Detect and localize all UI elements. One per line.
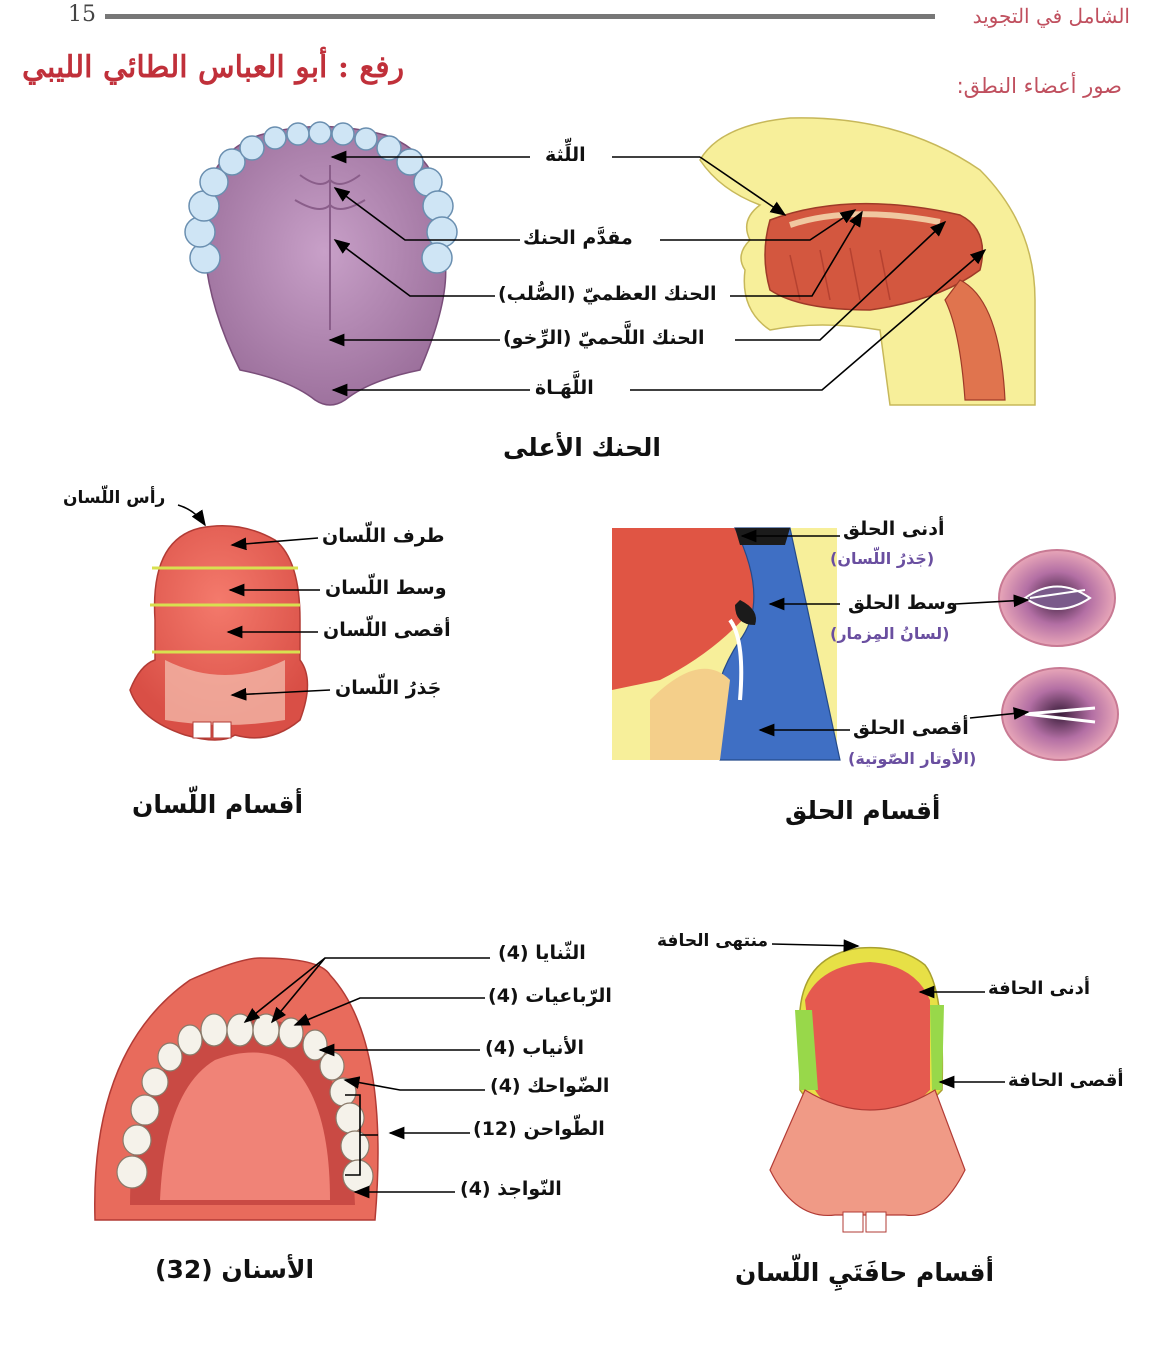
- tongue-divisions-illustration: [130, 526, 308, 740]
- caption-throat-divisions: أقسام الحلق: [785, 796, 941, 825]
- label-tongue-tip: طرف اللّسان: [322, 525, 445, 547]
- label-incisors: الثّنايا (4): [498, 942, 586, 964]
- label-premolars: الضّواحك (4): [490, 1075, 609, 1097]
- glottis-view-open: [999, 550, 1115, 646]
- teeth-caption-text: الأسنان: [221, 1255, 314, 1284]
- teeth-caption-count: (32): [155, 1255, 213, 1284]
- label-throat-upper-sub: (جَذرُ اللّسان): [830, 549, 934, 568]
- label-gum: اللِّثة: [545, 144, 586, 166]
- caption-tongue-edges: أقسام حافَتَيِ اللّسان: [735, 1258, 994, 1287]
- label-uvula: اللَّهَـاة: [535, 377, 594, 399]
- label-molars: الطّواحن (12): [473, 1118, 605, 1140]
- label-tongue-back: أقصى اللّسان: [323, 619, 451, 641]
- label-edge-near: أدنى الحافة: [988, 978, 1090, 999]
- molars-name: الطّواحن: [523, 1118, 604, 1140]
- incisors-count: (4): [498, 942, 529, 964]
- label-wisdom-teeth: النّواجذ (4): [460, 1178, 562, 1200]
- wisdom-count: (4): [460, 1178, 491, 1200]
- head-section-illustration: [700, 118, 1035, 405]
- label-tongue-middle: وسط اللّسان: [325, 577, 447, 599]
- label-hard-palate: الحنك العظميّ (الصُّلب): [498, 283, 716, 305]
- label-throat-upper: أدنى الحلق: [843, 518, 944, 540]
- upper-palate-illustration: [185, 122, 457, 405]
- label-throat-lower-sub: (الأوتار الصّوتية): [848, 749, 976, 768]
- canines-name: الأنياب: [522, 1037, 584, 1059]
- canines-count: (4): [485, 1037, 516, 1059]
- label-throat-middle: وسط الحلق: [848, 592, 958, 614]
- label-lateral-incisors: الرّباعيات (4): [488, 985, 612, 1007]
- wisdom-name: النّواجذ: [497, 1178, 562, 1200]
- label-tongue-root: جَذرُ اللّسان: [335, 677, 441, 699]
- incisors-name: الثّنايا: [535, 942, 586, 964]
- caption-tongue-divisions: أقسام اللّسان: [132, 790, 303, 819]
- caption-upper-palate: الحنك الأعلى: [503, 433, 661, 462]
- label-soft-palate: الحنك اللَّحميّ (الرِّخو): [503, 327, 705, 349]
- tongue-edges-illustration: [770, 948, 965, 1232]
- label-canines: الأنياب (4): [485, 1037, 584, 1059]
- laterals-name: الرّباعيات: [525, 985, 612, 1007]
- molars-count: (12): [473, 1118, 517, 1140]
- label-edge-end: منتهى الحافة: [657, 931, 768, 951]
- caption-teeth: الأسنان (32): [155, 1255, 314, 1284]
- laterals-count: (4): [488, 985, 519, 1007]
- label-throat-middle-sub: (لسانُ المِزمار): [830, 624, 949, 643]
- label-front-palate: مقدَّم الحنك: [523, 227, 633, 249]
- label-throat-lower: أقصى الحلق: [853, 717, 969, 739]
- teeth-illustration: [95, 958, 378, 1220]
- label-edge-far: أقصى الحافة: [1008, 1070, 1124, 1091]
- premolars-count: (4): [490, 1075, 521, 1097]
- premolars-name: الضّواحك: [527, 1075, 609, 1097]
- glottis-view-closed: [1002, 668, 1118, 760]
- label-tongue-head: رأس اللّسان: [63, 488, 165, 508]
- throat-section-illustration: [612, 528, 840, 760]
